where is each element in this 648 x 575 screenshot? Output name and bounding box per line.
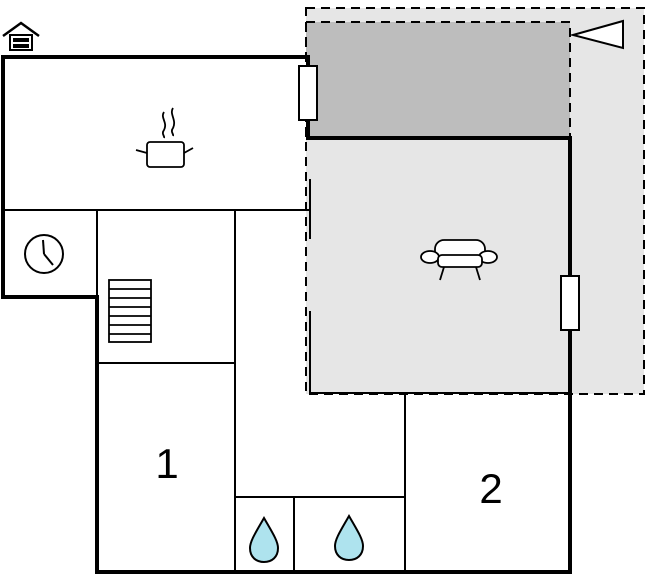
entrance-icon [2,21,40,51]
kitchen-pot-icon [135,107,194,168]
water-drop-icon [248,515,280,564]
armchair-icon [420,239,498,281]
room-label-1: 1 [155,440,178,487]
water-drop-icon [333,513,365,562]
terrace-dark [306,22,570,138]
staircase-icon [108,279,152,343]
camera-view-icon [569,19,624,50]
interior-walls [2,179,571,573]
clock-icon [24,234,64,274]
window-top [298,65,318,121]
window-right [560,275,580,331]
room-label-2: 2 [479,465,502,512]
terrace-area [305,7,645,395]
